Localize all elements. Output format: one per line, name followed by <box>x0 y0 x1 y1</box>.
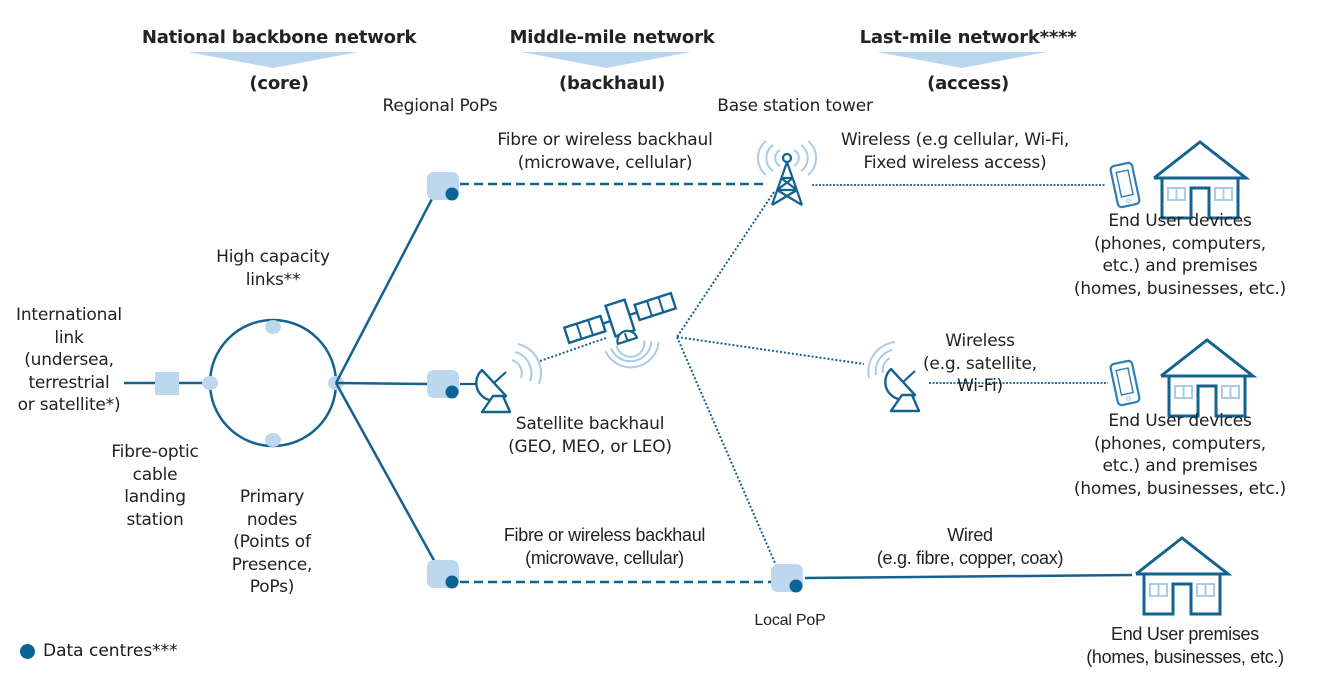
mobile-phone-icon <box>1108 359 1142 407</box>
header-last-title: Last-mile network**** <box>859 27 1077 48</box>
label-regional-pops: Regional PoPs <box>382 96 498 116</box>
header-middle-title: Middle-mile network <box>509 27 715 48</box>
header-middle-mile: Middle-mile network (backhaul) <box>456 3 756 95</box>
label-primary-nodes: Primary nodes (Points of Presence, PoPs) <box>231 487 313 597</box>
label-local-pop: Local PoP <box>754 612 826 629</box>
legend-data-centres: Data centres*** <box>43 641 178 661</box>
label-backhaul-bottom: Fibre or wireless backhaul (microwave, c… <box>503 525 706 568</box>
primary-node <box>265 320 281 334</box>
house-icon <box>1159 338 1255 418</box>
satellite-dish-icon <box>475 368 512 414</box>
primary-node <box>265 433 281 447</box>
satellite-to-dish-link <box>676 336 865 365</box>
header-core: National backbone network (core) <box>123 3 423 95</box>
backbone-link-middle <box>335 381 429 386</box>
mobile-phone-icon <box>1108 161 1142 209</box>
header-arrow-last <box>877 52 1047 68</box>
label-end-user-premises: End User premises (homes, businesses, et… <box>1086 624 1284 667</box>
label-wired: Wired (e.g. fibre, copper, coax) <box>876 525 1064 568</box>
tower-to-satellite-link <box>676 191 775 338</box>
satellite-icon <box>562 291 678 346</box>
backbone-link-top <box>334 194 436 384</box>
label-base-station-tower: Base station tower <box>717 96 873 116</box>
label-wireless-satellite: Wireless (e.g. satellite, Wi-Fi) <box>923 331 1037 396</box>
backbone-link-bottom <box>334 382 438 565</box>
backbone-ring <box>208 318 338 448</box>
label-backhaul-top: Fibre or wireless backhaul (microwave, c… <box>497 130 713 173</box>
label-end-user-devices-1: End User devices (phones, computers, etc… <box>1073 211 1287 299</box>
header-middle-subtitle: (backhaul) <box>559 73 666 94</box>
label-landing-station: Fibre-optic cable landing station <box>111 442 199 530</box>
landing-station-icon <box>155 372 179 395</box>
header-arrow-core <box>188 52 358 68</box>
label-end-user-devices-2: End User devices (phones, computers, etc… <box>1073 411 1287 499</box>
header-core-title: National backbone network <box>141 27 417 48</box>
header-last-mile: Last-mile network**** (access) <box>812 3 1112 95</box>
primary-node <box>202 376 218 390</box>
regional-pop-middle <box>427 370 459 399</box>
header-arrow-middle <box>521 52 691 68</box>
data-centre-dot-icon <box>20 643 35 659</box>
label-international-link: International link (undersea, terrestria… <box>16 305 122 415</box>
legend: Data centres*** <box>20 641 178 661</box>
local-pop <box>771 564 803 593</box>
house-icon <box>1152 140 1248 220</box>
label-satellite-backhaul: Satellite backhaul (GEO, MEO, or LEO) <box>508 414 672 457</box>
regional-pop-bottom <box>427 560 459 589</box>
header-last-subtitle: (access) <box>927 73 1010 94</box>
label-high-capacity-links: High capacity links** <box>216 247 330 290</box>
header-core-subtitle: (core) <box>249 73 309 94</box>
label-wireless-cellular: Wireless (e.g cellular, Wi-Fi, Fixed wir… <box>840 130 1070 173</box>
cell-tower-icon <box>756 140 818 206</box>
regional-pop-top <box>427 172 459 201</box>
wired-line <box>804 573 1133 580</box>
house-icon <box>1134 536 1230 616</box>
